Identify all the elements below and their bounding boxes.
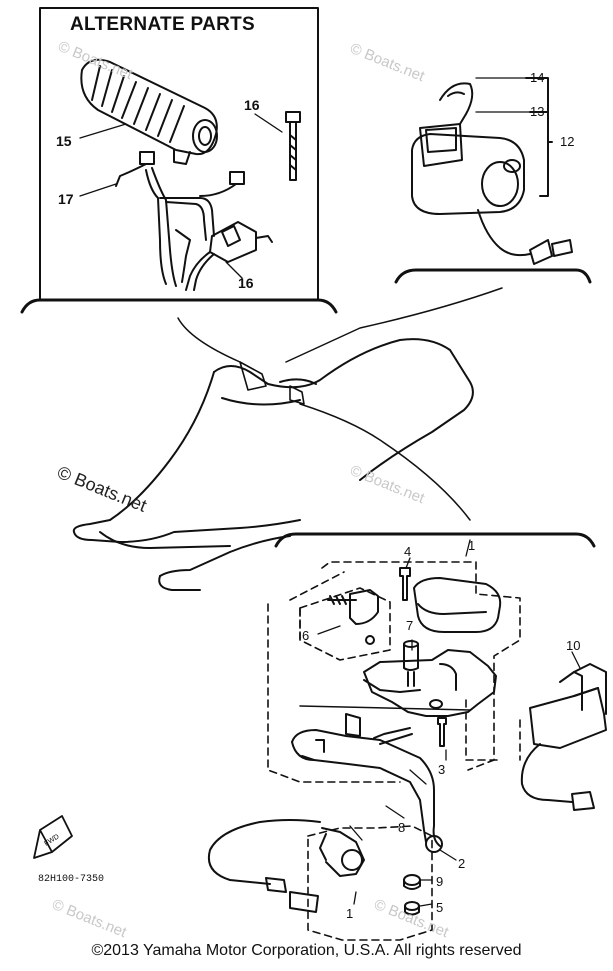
control-housing-illustration (363, 577, 502, 717)
bolt-illustration (285, 111, 301, 181)
callout-16-upper: 16 (244, 97, 260, 113)
callout-2: 2 (458, 856, 465, 871)
callout-8: 8 (398, 820, 405, 835)
nut-washer-illustration (403, 874, 421, 916)
throttle-cable-illustration (208, 819, 365, 913)
small-switch-group-illustration (327, 589, 379, 645)
brake-lever-illustration (291, 705, 471, 853)
alternate-parts-title: ALTERNATE PARTS (70, 14, 255, 35)
callout-5: 5 (436, 900, 443, 915)
kill-switch-box-illustration (520, 663, 607, 811)
callout-4: 4 (404, 544, 411, 559)
callout-7: 7 (406, 618, 413, 633)
callout-12: 12 (560, 134, 574, 149)
callout-6: 6 (302, 628, 309, 643)
forward-arrow (33, 815, 73, 859)
document-number: 82H100-7350 (38, 874, 105, 885)
callout-3: 3 (438, 762, 445, 777)
lower-frame (274, 532, 596, 548)
wiring-harness-illustration (115, 151, 273, 291)
pivot-cylinder-illustration (403, 640, 419, 687)
callout-15: 15 (56, 133, 72, 149)
callout-17: 17 (58, 191, 74, 207)
callout-9: 9 (436, 874, 443, 889)
grip-illustration (80, 58, 218, 165)
callout-14: 14 (530, 70, 544, 85)
copyright-notice: ©2013 Yamaha Motor Corporation, U.S.A. A… (91, 942, 522, 959)
snowmobile-body-illustration (72, 338, 474, 591)
alternate-parts-frame (20, 7, 338, 314)
assembly-dashed-outline (267, 561, 521, 941)
callout-16-lower: 16 (238, 275, 254, 291)
callout-1-upper: 1 (468, 538, 475, 553)
callout-13: 13 (530, 104, 544, 119)
forward-arrow-label: FWD (43, 833, 60, 847)
callout-10: 10 (566, 638, 580, 653)
callout-1-lower: 1 (346, 906, 353, 921)
switch-assembly-illustration (394, 77, 592, 284)
